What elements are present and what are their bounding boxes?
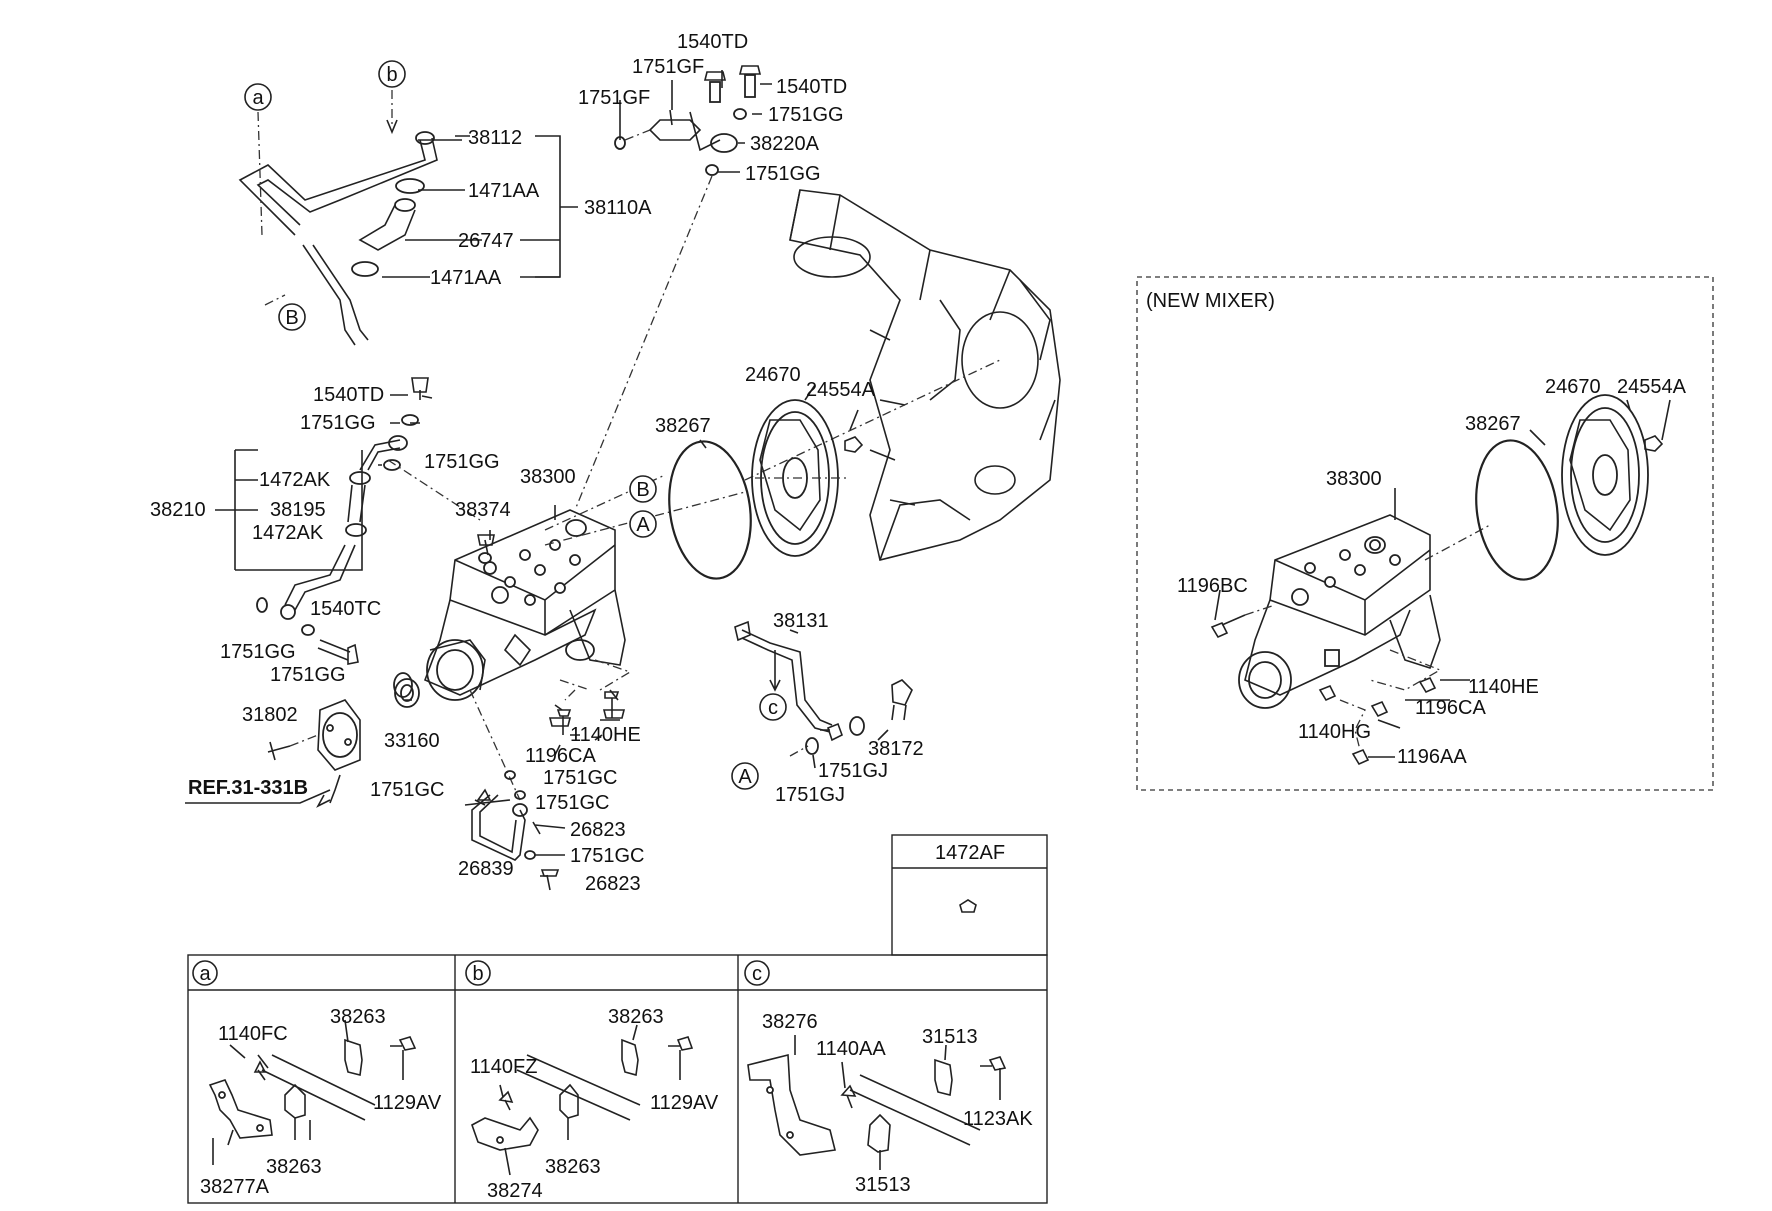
pipe-38210-drawing bbox=[215, 377, 481, 665]
circle-ref-c-detail: c bbox=[752, 963, 762, 985]
circle-refs: a b B B A A c a b c bbox=[192, 60, 787, 986]
part-label: 1751GJ bbox=[818, 760, 888, 782]
part-label: 1751GG bbox=[745, 163, 821, 185]
part-label: 26823 bbox=[570, 819, 626, 841]
part-label: 38131 bbox=[773, 610, 829, 632]
part-label: 1472AK bbox=[259, 469, 331, 491]
part-label: 38172 bbox=[868, 738, 924, 760]
part-label: 24554A bbox=[1617, 376, 1687, 398]
part-label: 1751GJ bbox=[775, 784, 845, 806]
part-label: 33160 bbox=[384, 730, 440, 752]
part-label: 38267 bbox=[655, 415, 711, 437]
38110A-bracket bbox=[382, 135, 578, 278]
detail-b-drawing bbox=[471, 1036, 694, 1151]
part-label: 24670 bbox=[1545, 376, 1601, 398]
part-label: 38263 bbox=[330, 1006, 386, 1028]
part-label: 24670 bbox=[745, 364, 801, 386]
part-label: 31802 bbox=[242, 704, 298, 726]
part-label: 1540TD bbox=[776, 76, 847, 98]
part-label: 1751GC bbox=[570, 845, 645, 867]
hose-assembly-drawing bbox=[238, 90, 438, 346]
new-mixer-panel bbox=[1136, 276, 1714, 791]
part-label: 1751GG bbox=[300, 412, 376, 434]
part-label: 38300 bbox=[520, 466, 576, 488]
circle-ref-b-top: b bbox=[386, 64, 397, 86]
part-label: 38276 bbox=[762, 1011, 818, 1033]
part-labels: 1540TD 1751GF 1540TD 1751GF 1751GG 38220… bbox=[150, 31, 1687, 1202]
part-label: 1471AA bbox=[468, 180, 540, 202]
part-label: 1140FZ bbox=[470, 1056, 537, 1078]
circle-ref-b-detail: b bbox=[472, 963, 483, 985]
part-label: 1129AV bbox=[650, 1092, 719, 1114]
part-label: 1196CA bbox=[1415, 697, 1486, 719]
part-label: 26823 bbox=[585, 873, 641, 895]
circle-ref-A-compressor: A bbox=[636, 514, 650, 536]
part-label: 1140HE bbox=[1468, 676, 1539, 698]
fittings-top-drawing bbox=[574, 65, 762, 511]
part-label: 1540TD bbox=[313, 384, 384, 406]
circle-ref-a-top: a bbox=[252, 87, 264, 109]
part-label: 1751GG bbox=[220, 641, 296, 663]
leader-lines bbox=[212, 70, 1671, 1176]
part-label: 31513 bbox=[855, 1174, 911, 1196]
new-mixer-drawing bbox=[1210, 394, 1664, 766]
part-label: 1751GF bbox=[578, 87, 650, 109]
part-label: 1123AK bbox=[963, 1108, 1033, 1130]
detail-a-drawing bbox=[208, 1036, 417, 1146]
circle-ref-A-pipe: A bbox=[738, 766, 752, 788]
circle-ref-B-hose: B bbox=[285, 307, 298, 329]
part-label: 38263 bbox=[608, 1006, 664, 1028]
part-label: 38263 bbox=[545, 1156, 601, 1178]
detail-c-drawing bbox=[747, 1053, 1007, 1156]
pipe-38131-drawing bbox=[734, 620, 913, 757]
part-label: 26747 bbox=[458, 230, 514, 252]
part-label: 38267 bbox=[1465, 413, 1521, 435]
circle-ref-c-pipe: c bbox=[768, 697, 778, 719]
part-label: 1751GG bbox=[768, 104, 844, 126]
part-label: 1140FC bbox=[218, 1023, 288, 1045]
part-label: 1471AA bbox=[430, 267, 502, 289]
part-label: 1751GC bbox=[535, 792, 610, 814]
part-label: 1140AA bbox=[816, 1038, 886, 1060]
part-label: 38300 bbox=[1326, 468, 1382, 490]
part-label: 1140HE bbox=[570, 724, 641, 746]
circle-ref-B-compressor: B bbox=[636, 479, 649, 501]
part-label: 1751GC bbox=[370, 779, 445, 801]
engine-block-drawing bbox=[789, 189, 1061, 561]
part-label: 1751GF bbox=[632, 56, 704, 78]
part-label: 1751GG bbox=[424, 451, 500, 473]
part-label: 1196AA bbox=[1397, 746, 1467, 768]
part-label: 1751GG bbox=[270, 664, 346, 686]
part-label: 1751GC bbox=[543, 767, 618, 789]
part-label: 38210 bbox=[150, 499, 206, 521]
part-label: 1472AF bbox=[935, 842, 1005, 864]
compressor-bolts-main bbox=[556, 691, 620, 736]
part-label: 1540TD bbox=[677, 31, 748, 53]
new-mixer-title: (NEW MIXER) bbox=[1146, 290, 1275, 312]
part-label: 38277A bbox=[200, 1176, 270, 1198]
part-label: 1129AV bbox=[373, 1092, 442, 1114]
part-label: 38110A bbox=[584, 197, 652, 219]
part-label: 24554A bbox=[806, 379, 876, 401]
part-label: 38112 bbox=[468, 127, 522, 149]
ref-label: REF.31-331B bbox=[188, 777, 308, 799]
detail-boxes bbox=[187, 954, 1048, 1204]
part-label: 38274 bbox=[487, 1180, 543, 1202]
part-label: 1196CA bbox=[525, 745, 596, 767]
part-label: 26839 bbox=[458, 858, 514, 880]
coupling-and-pipe-drawing bbox=[185, 672, 566, 891]
part-label: 38220A bbox=[750, 133, 820, 155]
circle-ref-a-detail: a bbox=[199, 963, 211, 985]
part-label: 38374 bbox=[455, 499, 511, 521]
part-label: 1540TC bbox=[310, 598, 381, 620]
part-label: 1472AK bbox=[252, 522, 324, 544]
part-label: 31513 bbox=[922, 1026, 978, 1048]
part-label: 1140HG bbox=[1298, 721, 1371, 743]
part-label: 1196BC bbox=[1177, 575, 1248, 597]
part-label: 38263 bbox=[266, 1156, 322, 1178]
part-label: 38195 bbox=[270, 499, 326, 521]
